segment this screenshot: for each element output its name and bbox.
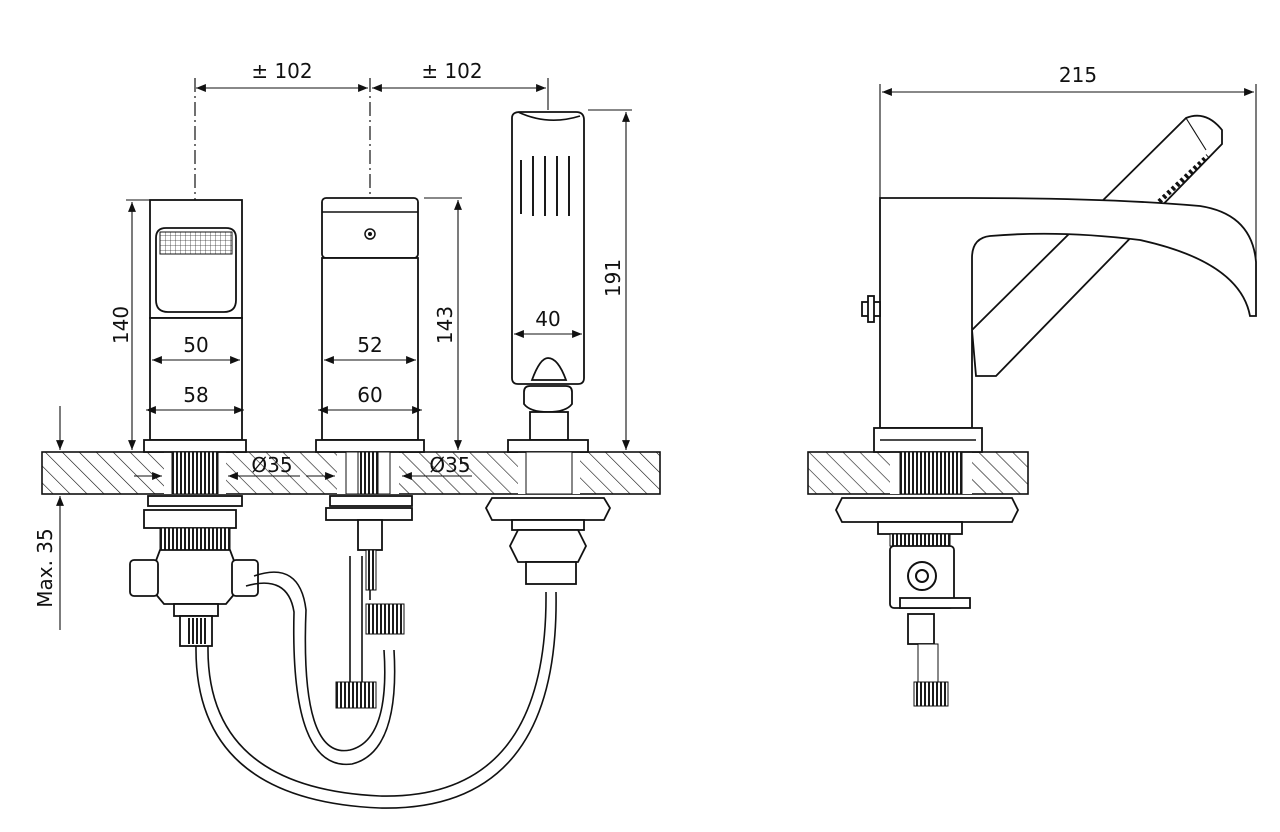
max-deck-dimension: Max. 35 <box>33 406 64 630</box>
dimension-140: 140 <box>109 199 150 450</box>
spacing-dimension: ± 102 ± 102 <box>196 59 546 92</box>
width-handle-base-label: 58 <box>183 383 208 407</box>
hand-shower <box>507 111 589 453</box>
hole-diameter-right-label: Ø35 <box>429 453 470 477</box>
shower-underside <box>484 497 612 585</box>
height-spout-label: 143 <box>433 306 457 344</box>
spout-width-dimensions: 52 60 <box>318 333 422 414</box>
side-underside <box>834 497 1020 707</box>
shower-width-dimension: 40 <box>514 307 582 338</box>
flexible-hose <box>245 571 396 766</box>
side-view: 215 <box>807 63 1257 707</box>
spout-underside <box>325 495 413 709</box>
spacing-left-label: ± 102 <box>251 59 312 83</box>
max-deck-label: Max. 35 <box>33 528 57 608</box>
side-projection-label: 215 <box>1059 63 1097 87</box>
mixer-handle <box>143 199 247 453</box>
width-spout-top-label: 52 <box>357 333 382 357</box>
width-handle-top-label: 50 <box>183 333 208 357</box>
spacing-right-label: ± 102 <box>421 59 482 83</box>
front-view: ± 102 ± 102 140 50 58 <box>33 59 661 809</box>
shank-side <box>899 451 963 495</box>
shower-hose <box>195 591 557 809</box>
hole-diameter-dimensions: Ø35 Ø35 <box>134 453 472 480</box>
spout-side <box>861 197 1257 453</box>
height-handle-label: 140 <box>109 306 133 344</box>
width-spout-base-label: 60 <box>357 383 382 407</box>
dimension-191: 191 <box>588 109 632 450</box>
width-shower-label: 40 <box>535 307 560 331</box>
dimension-143: 143 <box>424 197 462 450</box>
spout-block <box>315 197 425 453</box>
dimension-215: 215 <box>879 63 1257 300</box>
height-shower-label: 191 <box>601 259 625 297</box>
shower-nozzles <box>520 156 572 216</box>
hole-diameter-left-label: Ø35 <box>251 453 292 477</box>
handle-width-dimensions: 50 58 <box>146 333 244 414</box>
mixer-valve-underside <box>129 495 259 647</box>
shanks <box>171 451 573 495</box>
